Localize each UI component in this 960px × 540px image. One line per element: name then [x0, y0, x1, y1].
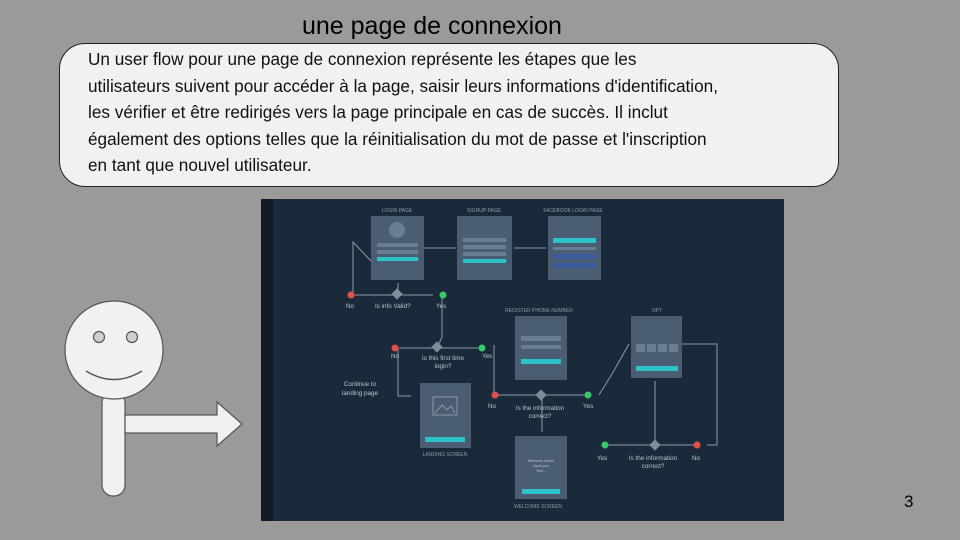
register-phone-number-screen: REGISTER PHONE NUMBER [505, 308, 573, 380]
no-dot [491, 391, 499, 399]
signup-page-label: SIGNUP PAGE [467, 208, 502, 214]
decision-diamond [649, 439, 661, 451]
no-label: No [391, 353, 400, 360]
welcome-screen: Welcome Scalut thank you Your... WELCOME… [514, 436, 567, 510]
register-phone-label: REGISTER PHONE NUMBER [505, 308, 573, 314]
arrow-right-icon [124, 400, 243, 448]
decision-info-valid: Is info Valid? [375, 303, 411, 310]
smiley-face-icon [64, 300, 164, 400]
character-body [101, 391, 126, 497]
decision-info-correct-2: correct? [529, 413, 552, 420]
decision-diamond [391, 288, 403, 300]
landing-screen-label: LANDING SCREEN [423, 452, 468, 458]
smiley-mouth [85, 370, 143, 381]
description-line: Un user flow pour une page de connexion … [88, 49, 637, 69]
otp-label: OPT [652, 308, 662, 314]
no-dot [391, 344, 399, 352]
no-label: No [346, 303, 355, 310]
login-page-screen: LOGIN PAGE [371, 208, 424, 280]
login-page-label: LOGIN PAGE [382, 208, 413, 214]
landing-screen: LANDING SCREEN [420, 383, 471, 458]
description-line: également des options telles que la réin… [88, 128, 707, 149]
decision-info-correct-1: Is the information [629, 455, 678, 462]
no-dot [347, 291, 355, 299]
yes-label: Yes [482, 353, 492, 360]
yes-label: Yes [597, 455, 607, 462]
decision-first-time-1: Is this first time [422, 355, 464, 362]
decision-info-correct-1: Is the information [516, 405, 565, 412]
page-number: 3 [904, 492, 914, 511]
yes-dot [439, 291, 447, 299]
description-text: Un user flow pour une page de connexion … [88, 46, 830, 179]
description-line: utilisateurs suivent pour accéder à la p… [88, 75, 718, 96]
decision-diamond [535, 389, 547, 401]
welcome-note-1: Welcome Scalut [528, 459, 554, 463]
user-flow-diagram: LOGIN PAGE SIGNUP PAGE FACEBOOK LOGIN PA… [261, 199, 784, 521]
welcome-screen-label: WELCOME SCREEN [514, 504, 562, 510]
continue-note-1: Continue to [344, 381, 377, 388]
yes-label: Yes [436, 303, 446, 310]
decision-first-time-2: login? [435, 363, 452, 370]
yes-dot [584, 391, 592, 399]
smiley-eye [92, 330, 106, 344]
smiley-eye [125, 330, 139, 344]
welcome-note-3: Your... [536, 469, 546, 473]
yes-dot [478, 344, 486, 352]
no-label: No [488, 403, 497, 410]
decision-info-correct-2: correct? [642, 463, 665, 470]
slide-title: une page de connexion [302, 12, 562, 40]
facebook-login-page-screen: FACEBOOK LOGIN PAGE [543, 208, 603, 280]
yes-dot [601, 441, 609, 449]
smiley-pointer-illustration [64, 300, 243, 497]
continue-note-2: landing page [342, 390, 379, 397]
decision-diamond [431, 341, 443, 353]
description-callout: Un user flow pour une page de connexion … [59, 43, 839, 187]
signup-page-screen: SIGNUP PAGE [457, 208, 512, 280]
otp-screen: OPT [631, 308, 682, 378]
welcome-note-2: thank you [533, 464, 549, 468]
no-dot [693, 441, 701, 449]
no-label: No [692, 455, 701, 462]
facebook-login-page-label: FACEBOOK LOGIN PAGE [543, 208, 603, 214]
description-line: en tant que nouvel utilisateur. [88, 155, 312, 176]
description-line: les vérifier et être redirigés vers la p… [88, 102, 668, 123]
yes-label: Yes [583, 403, 593, 410]
